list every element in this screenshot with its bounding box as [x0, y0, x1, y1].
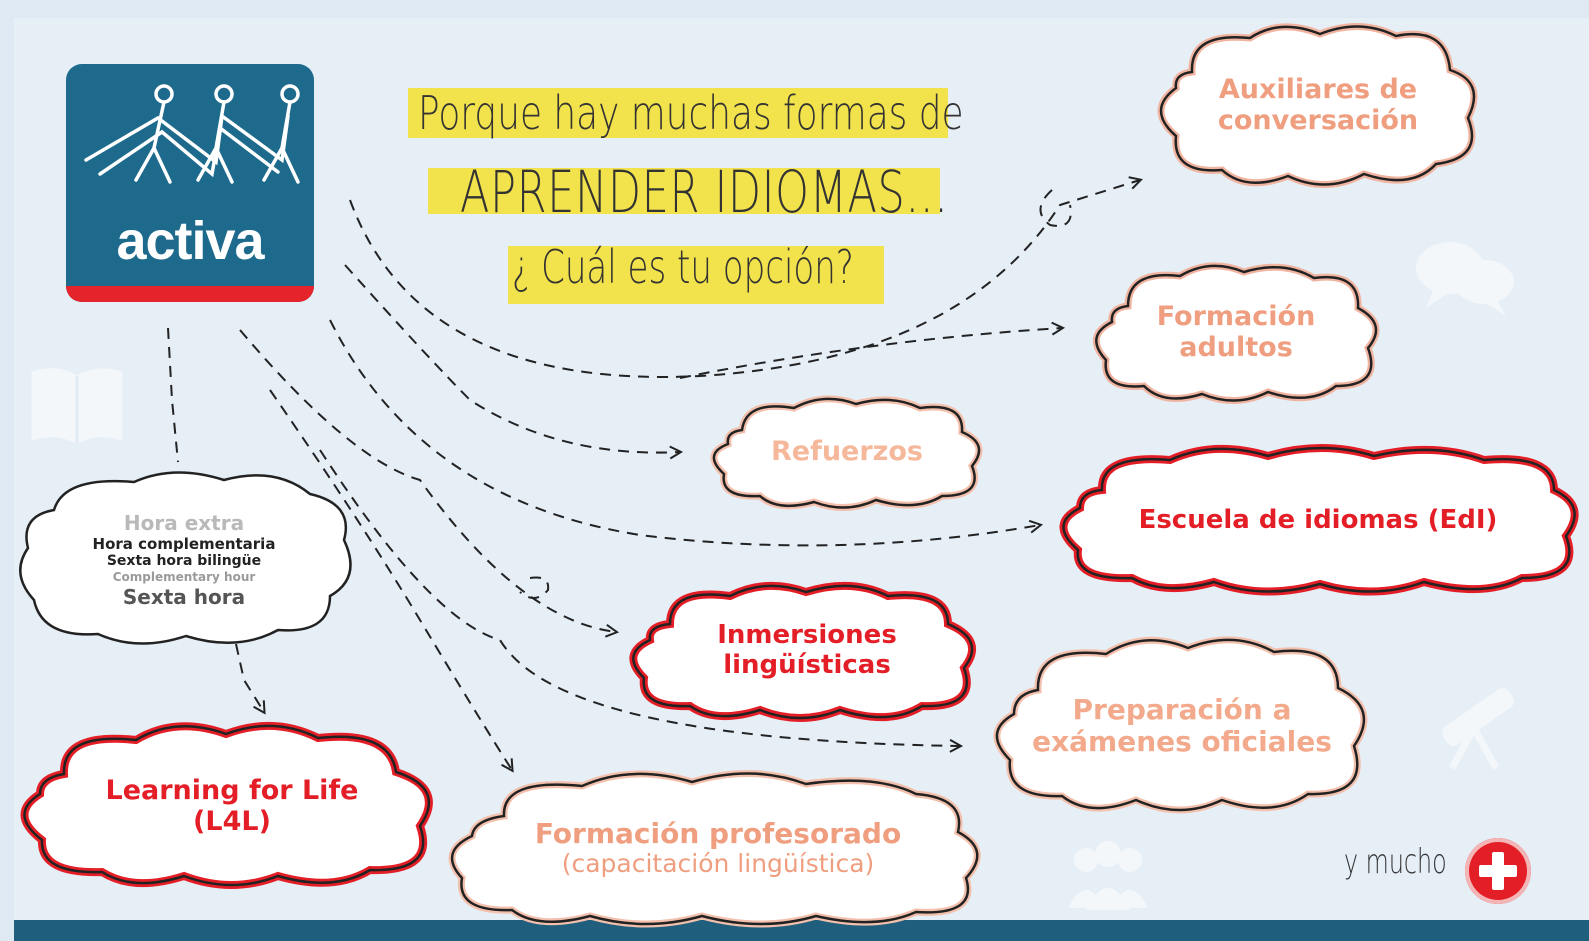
hora-extra-line-3: Sexta hora bilingüe	[106, 553, 262, 570]
label-learning: Learning for Life (L4L)	[16, 722, 448, 890]
cloud-formacion-profesorado[interactable]: Formación profesorado (capacitación ling…	[446, 769, 990, 928]
book-icon	[31, 368, 123, 445]
headline-highlight-3	[508, 246, 884, 304]
cloud-inmersiones[interactable]: Inmersiones lingüísticas	[626, 581, 988, 722]
headline-highlight-2	[428, 168, 940, 214]
label-auxiliares: Auxiliares de conversación	[1150, 22, 1486, 188]
headline-line-3: ¿ Cuál es tu opción?	[512, 240, 854, 294]
label-hora-extra: Hora extra Hora complementaria Sexta hor…	[14, 470, 354, 650]
label-inmersiones: Inmersiones lingüísticas	[626, 582, 988, 720]
label-inmersiones-line-1: Inmersiones	[717, 620, 897, 651]
headline-line-1: Porque hay muchas formas de	[418, 86, 964, 140]
label-preparacion-line-2: exámenes oficiales	[1032, 725, 1332, 758]
headline-line-2: APRENDER IDIOMAS...	[460, 158, 949, 226]
activa-idiomas-logo: activa idiomas	[66, 64, 314, 302]
hora-extra-line-5: Sexta hora	[122, 584, 246, 609]
label-formacion-adultos: Formación adultos	[1088, 262, 1384, 402]
plus-icon[interactable]	[1465, 838, 1531, 904]
label-refuerzos-text: Refuerzos	[770, 436, 924, 468]
label-formacion-adultos-line-1: Formación	[1156, 300, 1316, 332]
chat-bubbles-icon	[1416, 242, 1514, 316]
label-formacion-profesorado-line-2: (capacitación lingüística)	[561, 848, 875, 878]
label-formacion-profesorado: Formación profesorado (capacitación ling…	[446, 770, 990, 926]
hora-extra-line-1: Hora extra	[123, 511, 245, 536]
telescope-icon	[1442, 688, 1514, 770]
logo-red-band	[66, 286, 314, 302]
label-formacion-profesorado-line-1: Formación profesorado	[534, 816, 902, 850]
headline-highlight-1	[408, 88, 948, 138]
label-learning-line-2: (L4L)	[193, 806, 271, 837]
label-auxiliares-line-2: conversación	[1217, 105, 1419, 136]
logo-word: activa	[116, 211, 264, 271]
cloud-hora-extra[interactable]: Hora extra Hora complementaria Sexta hor…	[14, 470, 354, 650]
cloud-learning-for-life[interactable]: Learning for Life (L4L)	[16, 722, 448, 890]
people-icon	[1068, 841, 1148, 910]
cloud-preparacion-examenes[interactable]: Preparación a exámenes oficiales	[988, 636, 1376, 816]
label-inmersiones-line-2: lingüísticas	[723, 650, 891, 680]
cloud-formacion-adultos[interactable]: Formación adultos	[1088, 262, 1384, 405]
and-more-text: y mucho	[1344, 842, 1447, 882]
label-auxiliares-line-1: Auxiliares de	[1218, 73, 1418, 105]
cloud-auxiliares-conversacion[interactable]: Auxiliares de conversación	[1150, 22, 1486, 188]
label-escuela: Escuela de idiomas (EdI)	[1054, 446, 1582, 596]
label-formacion-adultos-line-2: adultos	[1179, 332, 1293, 363]
label-escuela-text: Escuela de idiomas (EdI)	[1138, 505, 1498, 536]
cloud-refuerzos[interactable]: Refuerzos	[706, 395, 988, 512]
hora-extra-line-2: Hora complementaria	[92, 535, 276, 554]
hora-extra-line-4: Complementary hour	[112, 570, 256, 585]
label-learning-line-1: Learning for Life	[105, 774, 359, 806]
bottom-strip	[14, 920, 1589, 941]
label-preparacion-line-1: Preparación a	[1072, 692, 1292, 726]
cloud-escuela-idiomas[interactable]: Escuela de idiomas (EdI)	[1054, 444, 1582, 596]
label-refuerzos: Refuerzos	[706, 396, 988, 508]
people-chain-logo-icon	[84, 84, 300, 184]
label-preparacion: Preparación a exámenes oficiales	[988, 636, 1376, 816]
